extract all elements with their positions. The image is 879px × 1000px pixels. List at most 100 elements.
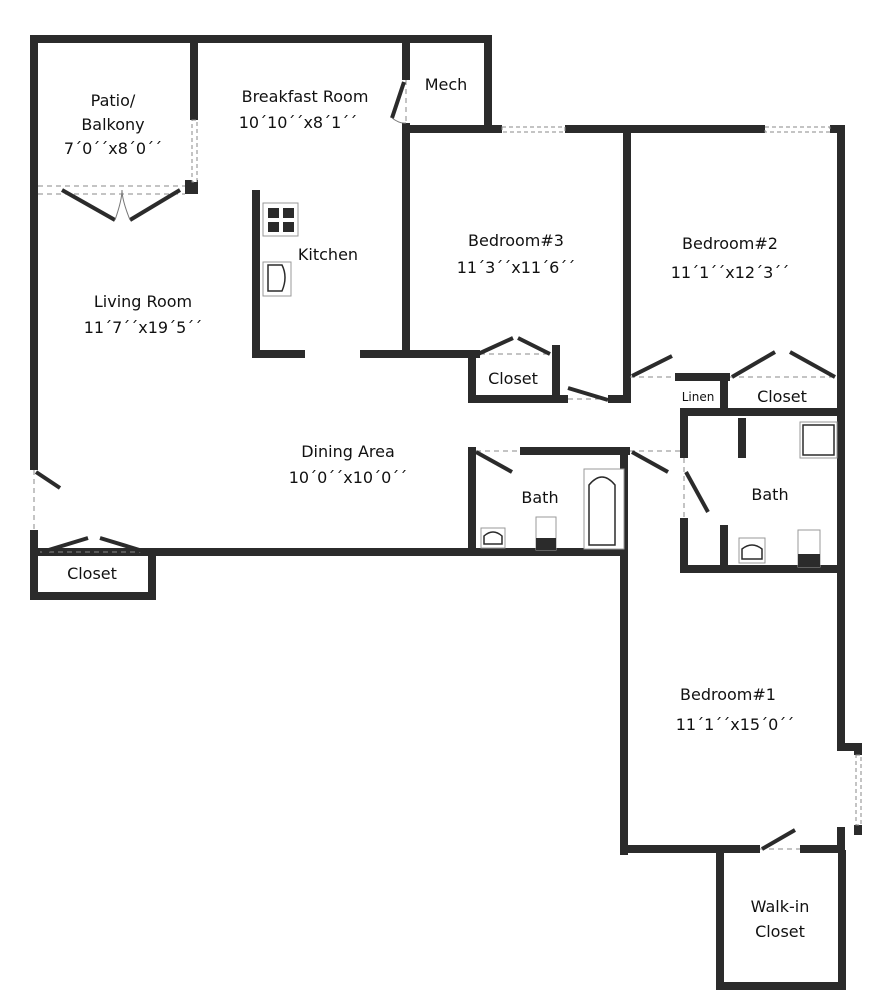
windows xyxy=(191,119,862,826)
wall xyxy=(30,35,38,470)
door-leaf xyxy=(99,536,147,554)
door-leaf xyxy=(789,350,836,379)
door-leaf xyxy=(128,188,182,222)
wall xyxy=(30,592,156,600)
wall xyxy=(30,35,492,43)
door-leaf xyxy=(34,470,62,490)
wall xyxy=(738,418,746,458)
bedroom3-label: Bedroom#3 xyxy=(468,231,564,250)
mech-label: Mech xyxy=(425,75,468,94)
wall xyxy=(565,125,765,133)
door-swing-arc xyxy=(114,189,131,221)
closet-bedroom3-label: Closet xyxy=(488,369,538,388)
hall-sink-icon xyxy=(480,527,506,549)
wall xyxy=(468,395,568,403)
fixtures xyxy=(262,202,838,568)
wall xyxy=(190,40,198,120)
door-swing-arc xyxy=(391,117,407,124)
door-leaf xyxy=(390,81,406,119)
wall xyxy=(716,850,724,990)
living-room-label: Living Room xyxy=(94,292,192,311)
wall xyxy=(30,530,38,600)
wall xyxy=(800,845,845,853)
door-leaf xyxy=(730,350,777,379)
master-sink-icon xyxy=(738,537,766,564)
hall-toilet-icon xyxy=(535,516,557,551)
wall xyxy=(468,447,476,552)
wall xyxy=(402,40,410,80)
wall xyxy=(623,130,631,403)
breakfast-room-size: 10´10´´x8´1´´ xyxy=(239,113,358,132)
wall xyxy=(360,350,480,358)
kitchen-label: Kitchen xyxy=(298,245,358,264)
wall xyxy=(185,180,198,194)
wall xyxy=(680,408,845,416)
wall xyxy=(252,350,305,358)
wall xyxy=(620,845,760,853)
living-room-size: 11´7´´x19´5´´ xyxy=(84,318,203,337)
wall xyxy=(837,125,845,747)
wall xyxy=(680,565,845,573)
door-leaf xyxy=(477,336,514,356)
door-leaf xyxy=(684,471,710,513)
bedroom1-size: 11´1´´x15´0´´ xyxy=(676,715,795,734)
wall xyxy=(608,395,628,403)
wall xyxy=(468,350,476,403)
wall xyxy=(552,345,560,403)
wall xyxy=(838,850,846,990)
closet-living-label: Closet xyxy=(67,564,117,583)
door-leaf xyxy=(761,828,796,851)
bedroom1-label: Bedroom#1 xyxy=(680,685,776,704)
linen-label: Linen xyxy=(682,390,715,404)
doors xyxy=(33,80,836,851)
wall xyxy=(520,447,630,455)
walkin-closet-label-line2: Closet xyxy=(755,922,805,941)
patio-size: 7´0´´x8´0´´ xyxy=(64,139,162,158)
door-leaf xyxy=(567,386,609,402)
dining-area-label: Dining Area xyxy=(301,442,395,461)
wall xyxy=(837,827,845,853)
door-leaf xyxy=(631,354,673,378)
hall-bath-label: Bath xyxy=(521,488,558,507)
door-leaf xyxy=(41,536,89,554)
wall xyxy=(720,373,728,416)
wall xyxy=(484,35,492,133)
stove-icon xyxy=(262,202,299,237)
wall xyxy=(252,190,260,358)
dining-area-size: 10´0´´x10´0´´ xyxy=(289,468,408,487)
window xyxy=(501,126,566,133)
wall xyxy=(30,548,628,556)
bedroom2-label: Bedroom#2 xyxy=(682,234,778,253)
window xyxy=(764,126,831,133)
breakfast-room-label: Breakfast Room xyxy=(242,87,369,106)
door-leaf xyxy=(631,450,669,474)
closet-bedroom2-label: Closet xyxy=(757,387,807,406)
wall xyxy=(402,125,502,133)
wall xyxy=(716,982,846,990)
door-leaf xyxy=(475,450,513,474)
shower-icon xyxy=(799,421,838,459)
bathtub-icon xyxy=(583,468,625,550)
walkin-closet-label: Walk-in xyxy=(751,897,810,916)
wall xyxy=(620,447,628,855)
door-leaf xyxy=(61,188,116,222)
room-labels: Patio/ Balkony 7´0´´x8´0´´ Breakfast Roo… xyxy=(64,75,809,941)
wall xyxy=(720,525,728,568)
master-toilet-icon xyxy=(797,529,821,568)
bedroom2-size: 11´1´´x12´3´´ xyxy=(671,263,790,282)
wall xyxy=(148,552,156,600)
wall xyxy=(675,373,730,381)
door-leaf xyxy=(517,336,551,356)
master-bath-label: Bath xyxy=(751,485,788,504)
patio-label: Patio/ xyxy=(91,91,136,110)
walls xyxy=(30,35,862,990)
wall xyxy=(854,743,862,755)
wall xyxy=(854,825,862,835)
wall xyxy=(680,518,688,573)
wall xyxy=(402,123,410,358)
bedroom3-size: 11´3´´x11´6´´ xyxy=(457,258,576,277)
patio-label-line2: Balkony xyxy=(81,115,144,134)
wall xyxy=(680,408,688,458)
wall xyxy=(837,743,862,751)
